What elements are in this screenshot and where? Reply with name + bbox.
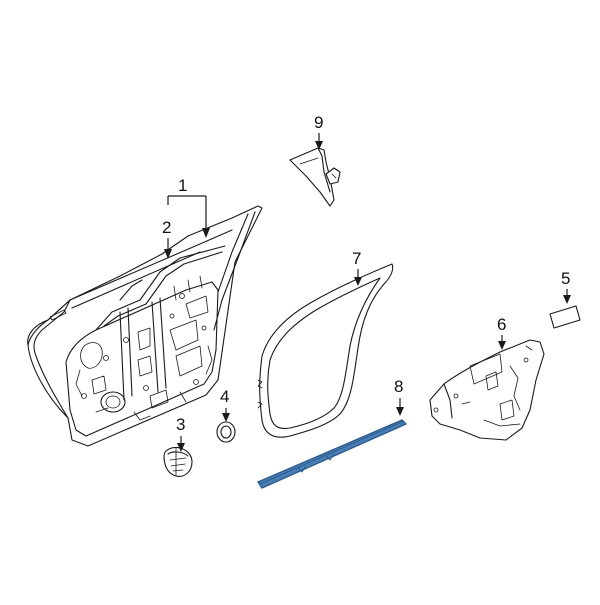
label-pad-part-5[interactable] (549, 305, 581, 329)
callout-5: 5 (561, 269, 571, 304)
callout-7-label: 7 (352, 249, 361, 268)
callout-2-label: 2 (162, 218, 171, 237)
callout-5-label: 5 (561, 269, 570, 288)
corner-trim-part-9[interactable] (289, 147, 341, 207)
callout-8-label: 8 (394, 377, 403, 396)
callout-3-label: 3 (176, 415, 185, 434)
weatherstrip-part-7[interactable] (257, 263, 394, 438)
callout-1-label: 1 (178, 176, 187, 195)
lower-seal-part-8[interactable] (257, 419, 407, 489)
callout-4: 4 (220, 387, 230, 422)
callout-6: 6 (497, 315, 506, 350)
callout-8: 8 (394, 377, 404, 416)
callout-1: 1 (167, 176, 210, 238)
callout-2: 2 (162, 218, 172, 259)
callout-9: 9 (314, 113, 323, 150)
callout-6-label: 6 (497, 315, 506, 334)
front-door-shell[interactable] (27, 205, 263, 447)
grommet-part-4[interactable] (216, 421, 236, 443)
callout-7: 7 (352, 249, 362, 286)
callout-4-label: 4 (220, 387, 229, 406)
callout-3: 3 (176, 415, 185, 452)
callout-9-label: 9 (314, 113, 323, 132)
water-shield-part-6[interactable] (429, 339, 545, 441)
plug-part-3[interactable] (163, 446, 193, 477)
